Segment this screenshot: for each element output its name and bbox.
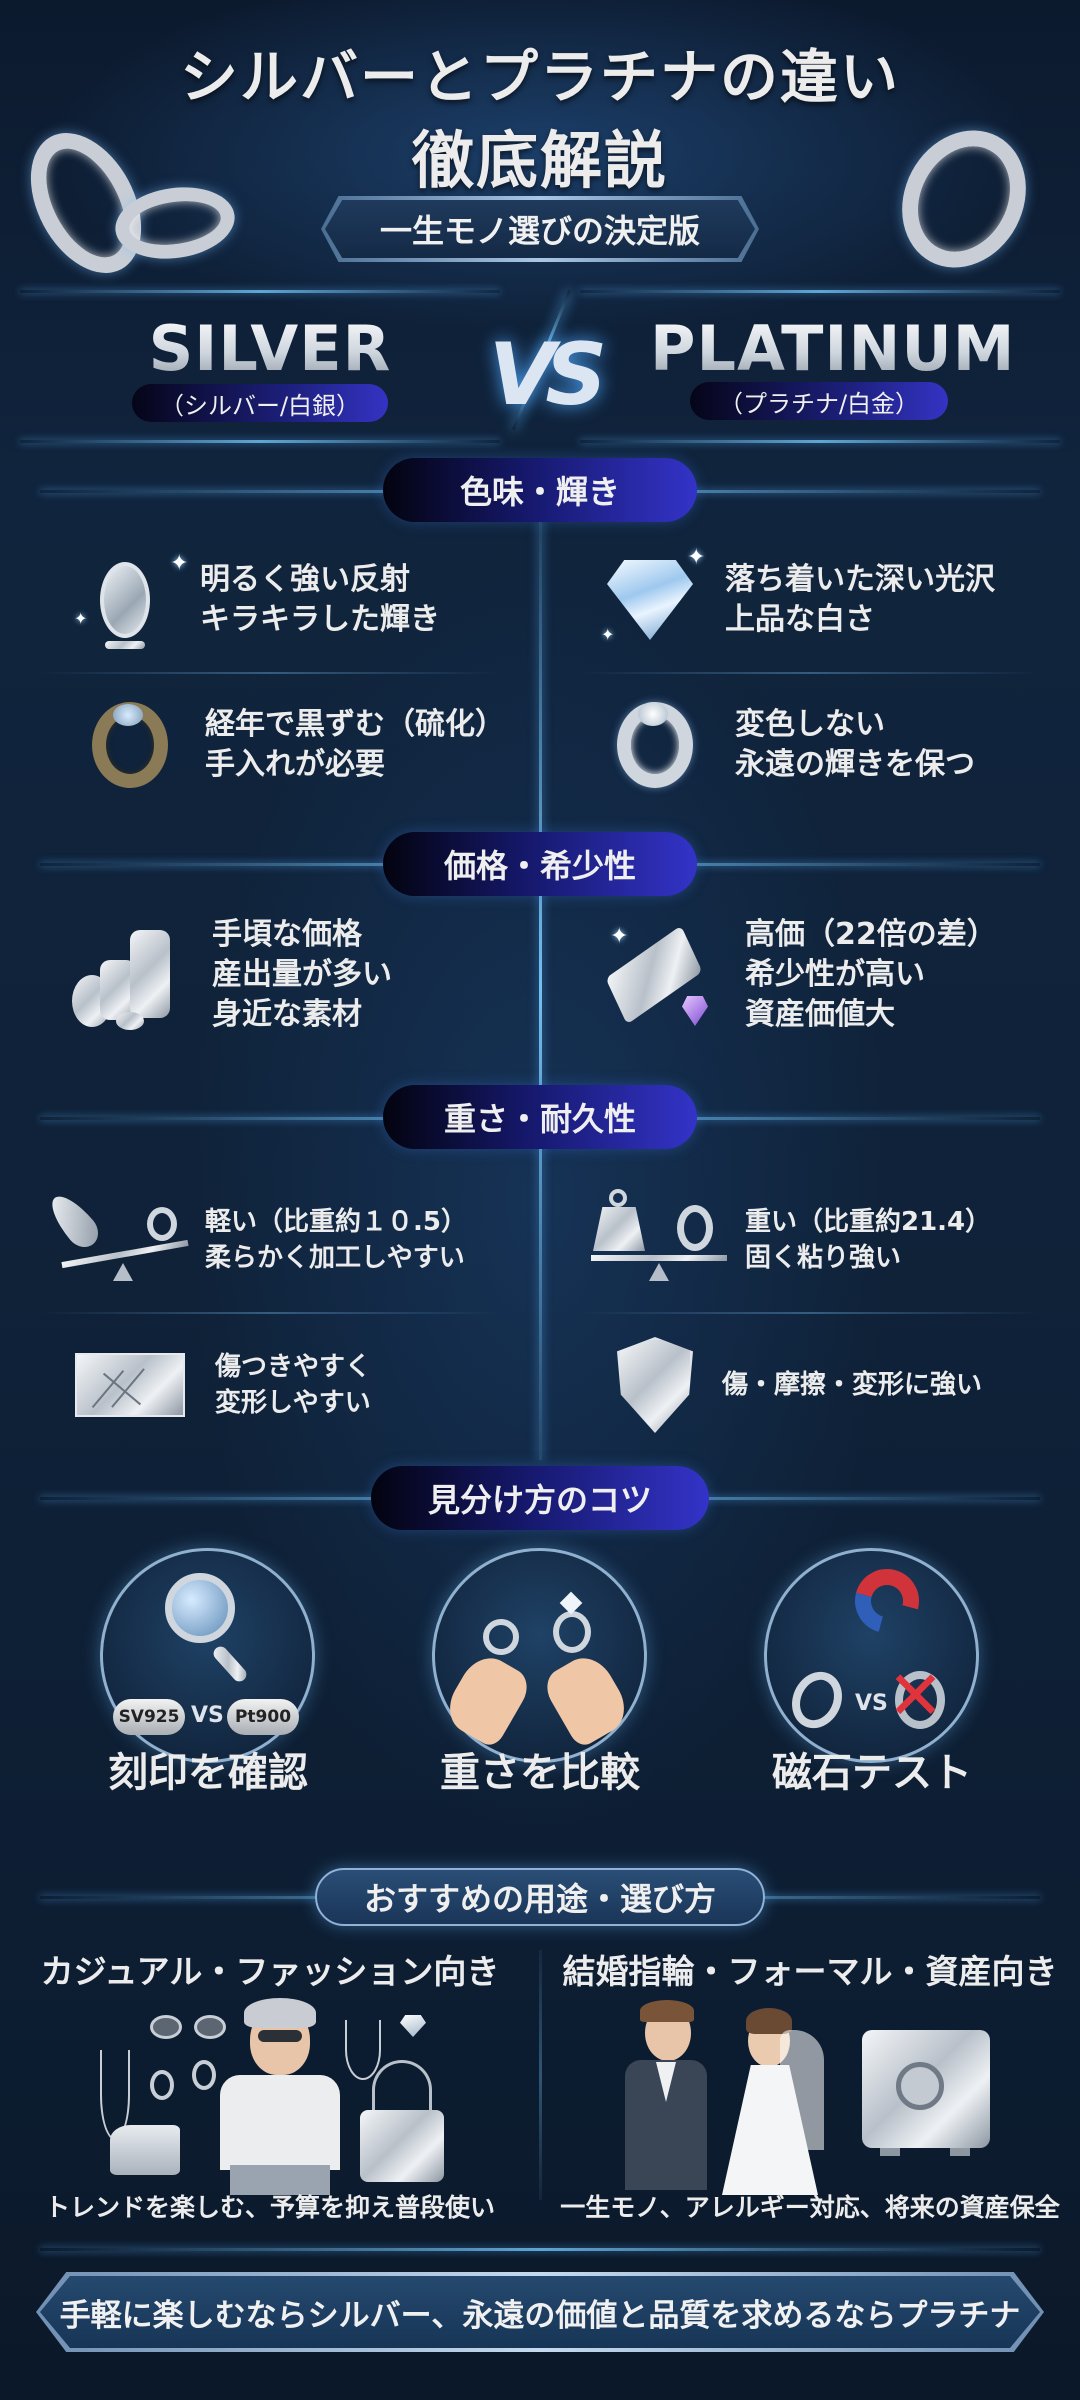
row-divider	[40, 1312, 500, 1314]
weight-scale-icon	[585, 1185, 735, 1295]
text-line: 落ち着いた深い光沢	[725, 562, 995, 597]
silver-color-item-2: 経年で黒ずむ（硫化） 手入れが必要	[75, 690, 505, 800]
tip-magnet: VS ✕	[764, 1548, 979, 1763]
section-badge-price: 価格・希少性	[383, 832, 697, 896]
usage-divider	[539, 1950, 542, 2200]
tip-weight	[432, 1548, 647, 1763]
diamond-icon: ✦ ✦	[601, 545, 706, 644]
center-divider	[539, 520, 542, 1460]
subtitle-plate: 一生モノ選びの決定版	[325, 200, 755, 258]
ring-icon	[150, 2070, 174, 2100]
platinum-durability-item: 傷・摩擦・変形に強い	[600, 1330, 982, 1440]
conclusion-banner: 手軽に楽しむならシルバー、永遠の価値と品質を求めるならプラチナ	[40, 2276, 1040, 2348]
stamp-sv925: SV925	[113, 1699, 185, 1735]
row-divider	[40, 672, 500, 674]
mirror-icon: ✦ ✦	[70, 545, 188, 655]
text-line: キラキラした輝き	[200, 602, 440, 637]
sneakers-icon	[110, 2125, 180, 2175]
divider-line	[20, 290, 500, 293]
text-line: 手入れが必要	[205, 747, 385, 782]
text-line: 上品な白さ	[725, 602, 875, 637]
text-line: 固く粘り強い	[745, 1243, 902, 1273]
tip-label-engraving: 刻印を確認	[108, 1750, 308, 1796]
platinum-color-item-2: 変色しない 永遠の輝きを保つ	[600, 690, 975, 800]
text-line: 傷つきやすく	[215, 1352, 372, 1382]
stamp-vs: VS	[191, 1703, 224, 1728]
stamp-pt900: Pt900	[227, 1699, 299, 1735]
text-line: 変色しない	[735, 707, 885, 742]
coins-icon	[60, 920, 190, 1030]
text-line: 経年で黒ずむ（硫化）	[205, 707, 505, 742]
sunglasses-icon	[150, 2015, 230, 2039]
page-title-line1: シルバーとプラチナの違い	[179, 43, 900, 111]
tip-label-magnet: 磁石テスト	[772, 1750, 972, 1796]
platinum-ring-crossed-icon	[895, 1671, 945, 1729]
scratched-plate-icon	[65, 1330, 195, 1440]
pendant-necklace-icon	[345, 2020, 381, 2080]
usage-platinum-heading: 結婚指輪・フォーマル・資産向き	[562, 1952, 1058, 1991]
divider-line	[580, 440, 1060, 443]
platinum-color-item-1: ✦ ✦ 落ち着いた深い光沢 上品な白さ	[595, 545, 995, 655]
shield-icon	[600, 1330, 710, 1440]
silver-color-item-1: ✦ ✦ 明るく強い反射 キラキラした輝き	[70, 545, 440, 655]
text-line: 手頃な価格	[212, 917, 362, 952]
text-line: 変形しやすい	[215, 1388, 371, 1418]
text-line: 身近な素材	[212, 997, 362, 1032]
silver-title: SILVER	[100, 312, 440, 385]
platinum-weight-item: 重い（比重約21.4） 固く粘り強い	[585, 1185, 991, 1295]
page-title-line2: 徹底解説	[411, 124, 668, 197]
usage-platinum-footer: 一生モノ、アレルギー対応、将来の資産保全	[560, 2193, 1060, 2222]
divider-line	[20, 440, 500, 443]
section-badge-color: 色味・輝き	[383, 458, 697, 522]
magnet-vs: VS	[855, 1691, 888, 1716]
text-line: 資産価値大	[745, 997, 895, 1032]
section-badge-weight: 重さ・耐久性	[383, 1085, 697, 1149]
silver-price-item: 手頃な価格 産出量が多い 身近な素材	[60, 915, 392, 1035]
text-line: 産出量が多い	[212, 957, 392, 992]
usage-silver-heading: カジュアル・ファッション向き	[40, 1952, 500, 1991]
silver-durability-item: 傷つきやすく 変形しやすい	[65, 1330, 371, 1440]
tarnished-ring-icon	[75, 690, 185, 800]
usage-silver-footer: トレンドを楽しむ、予算を抑え普段使い	[44, 2193, 495, 2222]
platinum-price-item: ✦ 高価（22倍の差） 希少性が高い 資産価値大	[590, 915, 997, 1035]
ingot-icon: ✦	[590, 920, 725, 1030]
platinum-title: PLATINUM	[650, 312, 1016, 385]
row-divider	[580, 1312, 1040, 1314]
silver-ring-icon	[782, 1663, 852, 1737]
feather-scale-icon	[43, 1185, 195, 1295]
text-line: 柔らかく加工しやすい	[205, 1243, 465, 1273]
row-divider	[580, 672, 1040, 674]
silver-reading: （シルバー/白銀）	[132, 384, 388, 422]
silver-weight-item: 軽い（比重約１０.5） 柔らかく加工しやすい	[43, 1185, 467, 1295]
section-badge-usage: おすすめの用途・選び方	[315, 1868, 765, 1926]
text-line: 重い（比重約21.4）	[745, 1207, 992, 1237]
text-line: 高価（22倍の差）	[745, 917, 997, 952]
cross-icon: ✕	[887, 1657, 944, 1736]
vs-label: VS	[488, 325, 608, 425]
text-line: 軽い（比重約１０.5）	[205, 1207, 467, 1237]
text-line: 傷・摩擦・変形に強い	[722, 1370, 983, 1400]
section-badge-tips: 見分け方のコツ	[371, 1466, 709, 1530]
ring-icon	[192, 2060, 216, 2090]
platinum-reading: （プラチナ/白金）	[690, 382, 948, 420]
section-line	[40, 2248, 1040, 2251]
shiny-ring-icon	[600, 690, 710, 800]
text-line: 希少性が高い	[745, 957, 925, 992]
text-line: 永遠の輝きを保つ	[735, 747, 975, 782]
diamond-icon	[400, 2015, 426, 2037]
tip-engraving: SV925 VS Pt900	[100, 1548, 315, 1763]
text-line: 明るく強い反射	[200, 562, 410, 597]
tip-label-weight: 重さを比較	[440, 1750, 640, 1796]
divider-line	[580, 290, 1060, 293]
